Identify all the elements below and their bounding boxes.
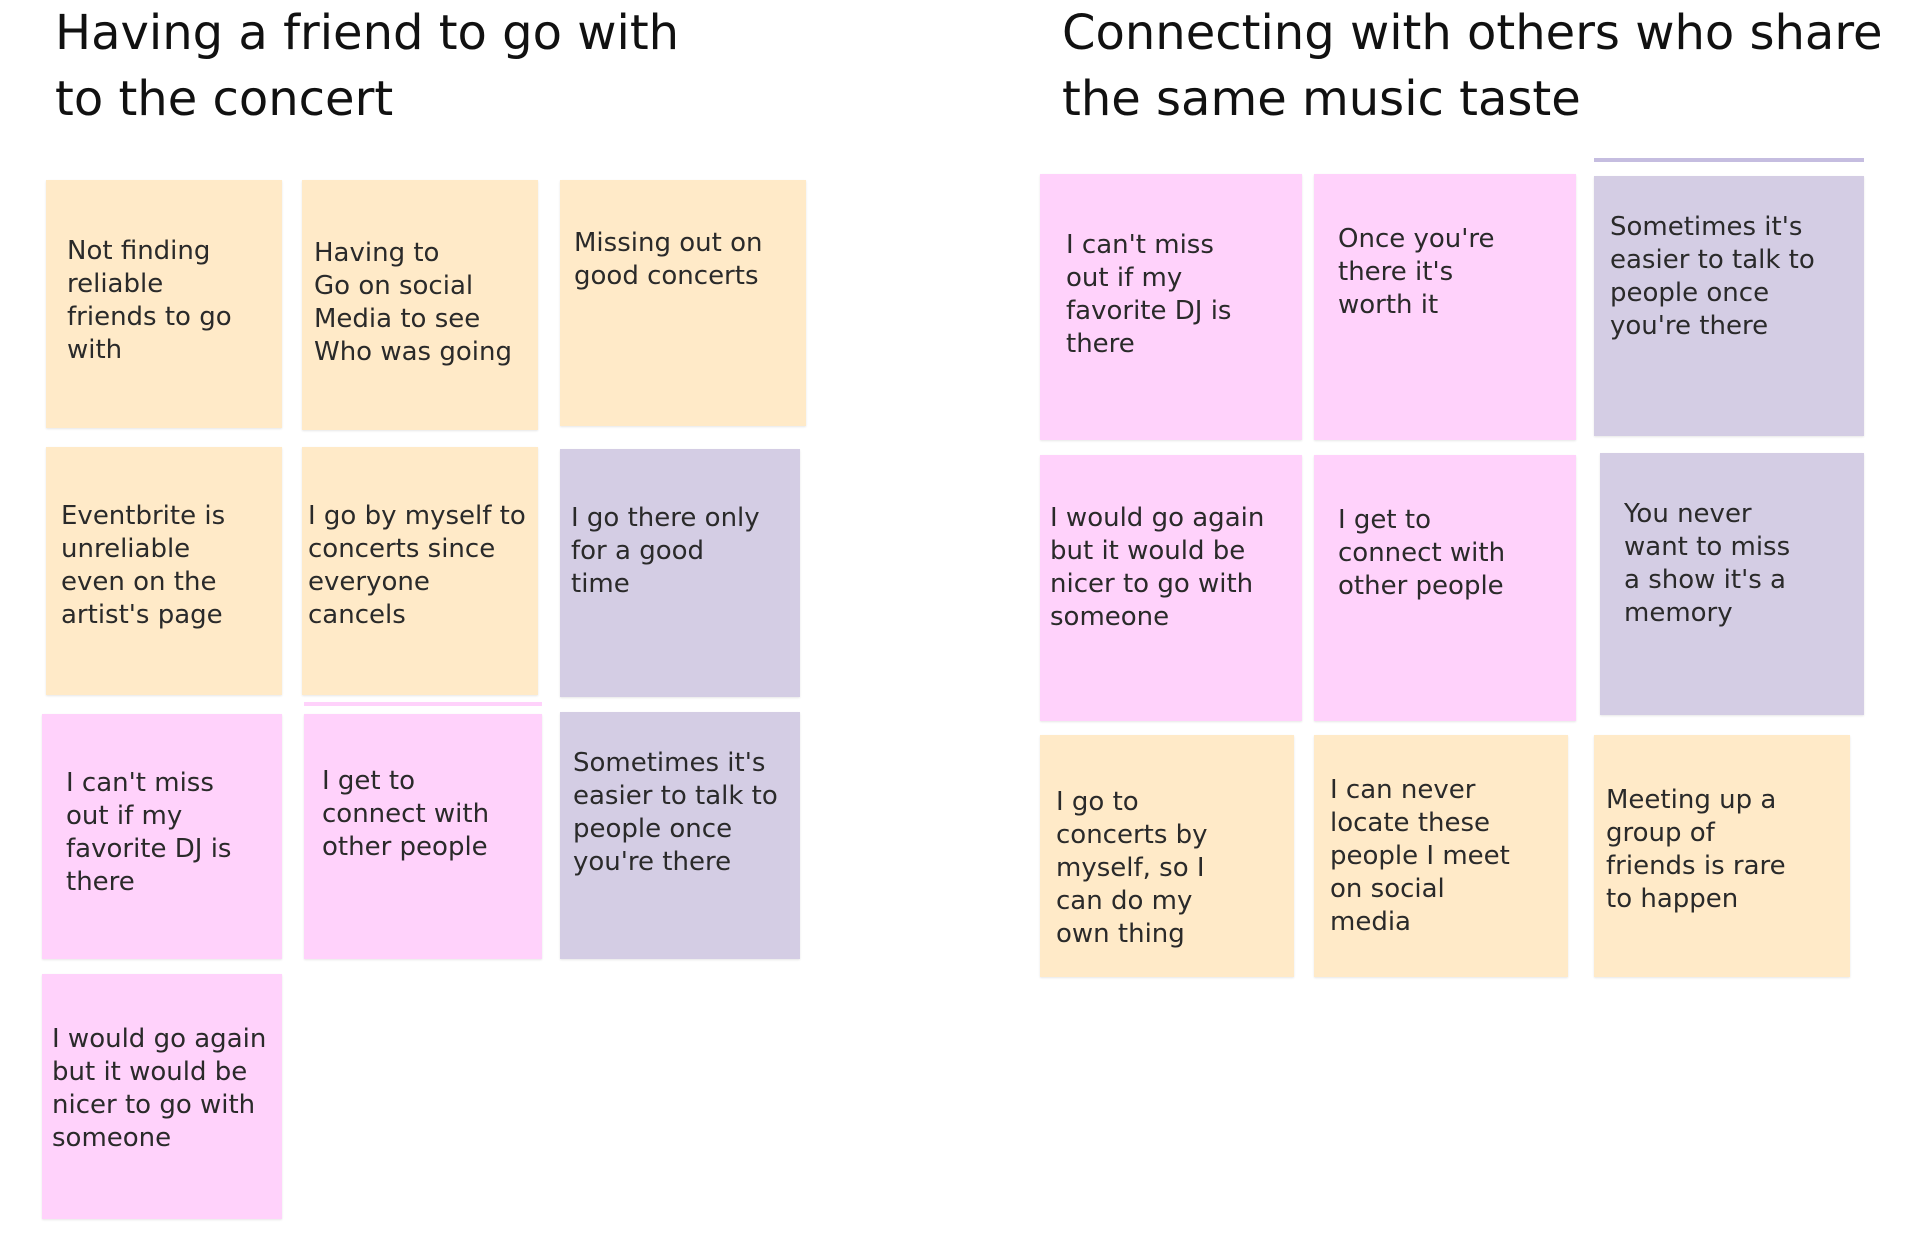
sticky-note-text: Once you're there it's worth it [1338,224,1495,320]
cluster-title-connecting-with-others: Connecting with others who share the sam… [1062,5,1883,127]
sticky-note-text: I can't miss out if my favorite DJ is th… [66,768,232,897]
sticky-note-connect-with-other-people[interactable]: I get to connect with other people [1314,455,1576,721]
sticky-note-go-again-nicer-with-someone[interactable]: I would go again but it would be nicer t… [42,974,282,1219]
sticky-note-connect-with-other-people[interactable]: I get to connect with other people [304,714,542,959]
sticky-note-cant-locate-people-from-social-media[interactable]: I can never locate these people I meet o… [1314,735,1568,977]
sticky-note-text: Meeting up a group of friends is rare to… [1606,785,1786,914]
sticky-note-text: I get to connect with other people [1338,505,1506,601]
sticky-note-text: Having to Go on social Media to see Who … [314,238,512,367]
cluster-title-friend-to-go-with: Having a friend to go with to the concer… [55,5,680,127]
sticky-note-text: I can't miss out if my favorite DJ is th… [1066,230,1232,359]
sticky-note-text: Missing out on good concerts [574,228,763,291]
sticky-note-go-by-myself-since-everyone-cancels[interactable]: I go by myself to concerts since everyon… [302,447,538,695]
sticky-note-eventbrite-unreliable[interactable]: Eventbrite is unreliable even on the art… [46,447,282,695]
sticky-note-meeting-group-of-friends-rare[interactable]: Meeting up a group of friends is rare to… [1594,735,1850,977]
sticky-note-never-want-to-miss-a-show[interactable]: You never want to miss a show it's a mem… [1600,453,1864,715]
sticky-note-cant-miss-favorite-dj[interactable]: I can't miss out if my favorite DJ is th… [1040,174,1302,440]
sticky-note-edge [304,702,542,706]
sticky-note-text: I go to concerts by myself, so I can do … [1056,787,1208,949]
sticky-note-text: Sometimes it's easier to talk to people … [573,748,778,877]
sticky-note-edge [1594,158,1864,162]
sticky-note-text: I can never locate these people I meet o… [1330,775,1510,937]
sticky-note-go-to-concerts-by-myself[interactable]: I go to concerts by myself, so I can do … [1040,735,1294,977]
sticky-note-cant-miss-favorite-dj[interactable]: I can't miss out if my favorite DJ is th… [42,714,282,959]
sticky-note-text: I would go again but it would be nicer t… [52,1024,267,1153]
sticky-note-text: I get to connect with other people [322,766,490,862]
sticky-note-easier-to-talk-once-there[interactable]: Sometimes it's easier to talk to people … [1594,176,1864,436]
sticky-note-once-youre-there-worth-it[interactable]: Once you're there it's worth it [1314,174,1576,440]
sticky-note-missing-out-on-good-concerts[interactable]: Missing out on good concerts [560,180,806,426]
sticky-note-text: I go there only for a good time [571,503,760,599]
sticky-note-social-media-to-see-who[interactable]: Having to Go on social Media to see Who … [302,180,538,430]
sticky-note-go-again-nicer-with-someone[interactable]: I would go again but it would be nicer t… [1040,455,1302,721]
sticky-note-text: Not finding reliable friends to go with [67,236,232,365]
sticky-note-not-finding-reliable-friends[interactable]: Not finding reliable friends to go with [46,180,282,428]
sticky-note-text: Eventbrite is unreliable even on the art… [61,501,226,630]
sticky-note-text: I would go again but it would be nicer t… [1050,503,1265,632]
sticky-note-go-only-for-a-good-time[interactable]: I go there only for a good time [560,449,800,697]
sticky-note-text: You never want to miss a show it's a mem… [1624,499,1791,628]
sticky-note-text: Sometimes it's easier to talk to people … [1610,212,1815,341]
sticky-note-easier-to-talk-once-there[interactable]: Sometimes it's easier to talk to people … [560,712,800,959]
sticky-note-text: I go by myself to concerts since everyon… [308,501,526,630]
